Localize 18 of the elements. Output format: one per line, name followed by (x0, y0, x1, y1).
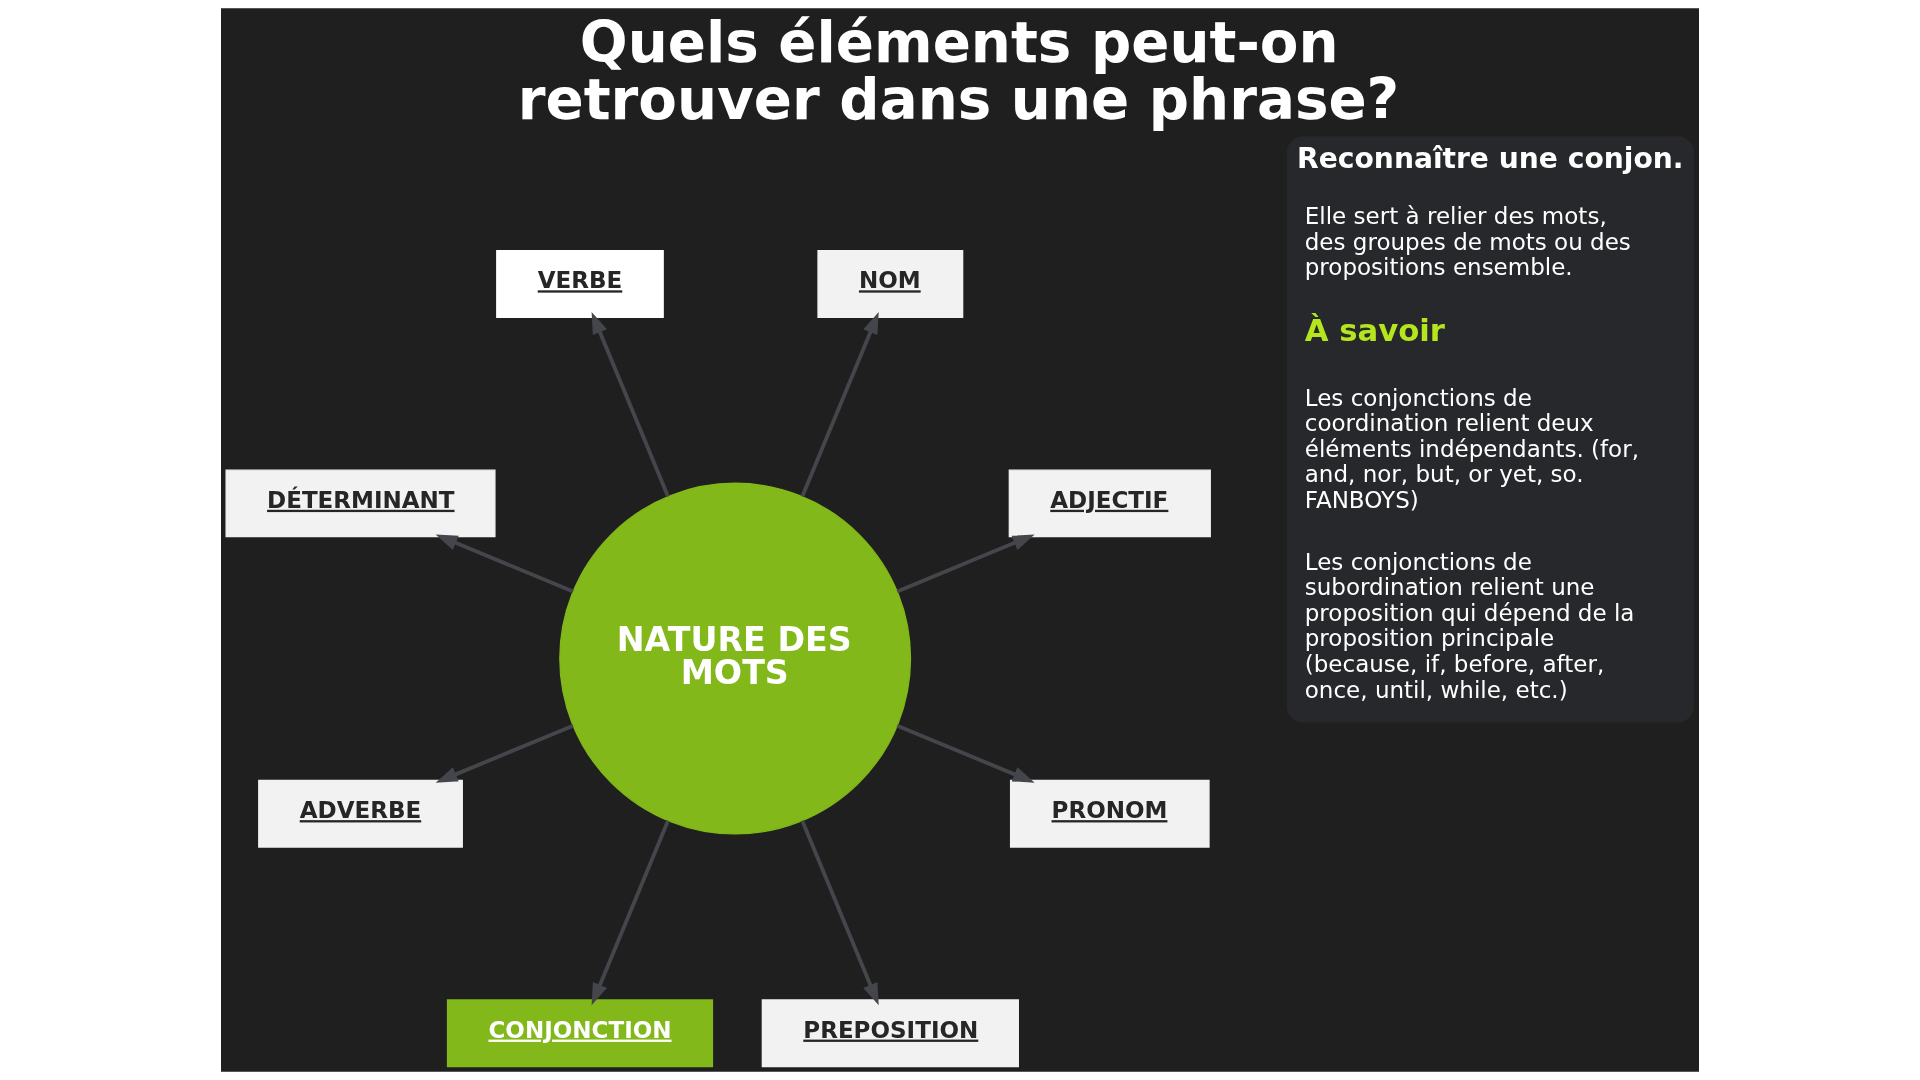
node-circle: NATURE DES MOTS (559, 482, 912, 835)
node-box: ADJECTIF (1008, 469, 1211, 538)
node-box: VERBE (496, 250, 664, 318)
arrow (800, 312, 879, 498)
node-box: NOM (817, 250, 964, 318)
node-box: PRONOM (1009, 779, 1210, 848)
node-box: ADVERBE (258, 779, 463, 848)
arrow (896, 534, 1035, 594)
node-box: DÉTERMINANT (225, 469, 496, 538)
node-box: PREPOSITION (761, 999, 1019, 1068)
arrow (591, 312, 670, 498)
diagram-title: Quels éléments peut-on retrouver dans une phrase? (517, 10, 1400, 132)
arrow (435, 534, 574, 594)
arrow (435, 724, 574, 783)
arrow (896, 724, 1035, 783)
arrow (591, 820, 670, 1006)
arrow (800, 820, 879, 1006)
node-box: CONJONCTION (446, 999, 714, 1068)
